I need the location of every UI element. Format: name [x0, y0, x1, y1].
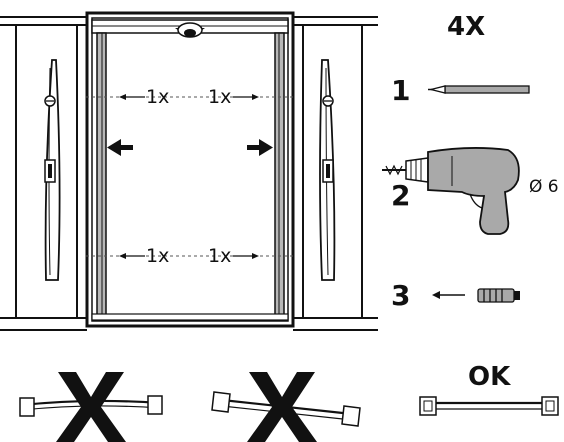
- left-door-handle: [44, 59, 61, 281]
- level-bar-icon: [419, 396, 559, 416]
- hole-mark-top-left-label: 1x: [146, 86, 169, 108]
- right-cabinet-door: [302, 24, 363, 319]
- left-cabinet-door: [15, 24, 78, 319]
- step-3-number: 3: [391, 279, 410, 312]
- alignment-example-wrong-1: [19, 372, 163, 442]
- right-door-handle: [319, 59, 336, 281]
- quantity-label: 4X: [447, 12, 485, 42]
- right-direction-arrow: [247, 139, 273, 156]
- step-1: 1: [391, 74, 530, 107]
- hole-mark-bottom-right: 1x: [208, 245, 259, 267]
- hole-mark-top-right-label: 1x: [208, 86, 231, 108]
- cabinet-opening: 1x 1x 1x 1x: [85, 11, 295, 328]
- right-side-rail: [274, 32, 285, 319]
- step-2-number: 2: [391, 179, 410, 212]
- insert-arrow: [432, 291, 465, 299]
- wall-plug-icon: [477, 288, 520, 303]
- drill-icon: [382, 147, 520, 235]
- pencil-icon: [428, 85, 530, 94]
- hole-mark-bottom-left-label: 1x: [146, 245, 169, 267]
- drill-guide-lines: [86, 96, 295, 257]
- left-direction-arrow: [107, 139, 133, 156]
- hole-mark-bottom-left: 1x: [119, 245, 169, 267]
- alignment-example-correct: OK: [419, 362, 559, 416]
- step-3: 3: [391, 279, 520, 312]
- alignment-example-wrong-2: [211, 372, 361, 442]
- hole-mark-top-right: 1x: [208, 86, 259, 108]
- cross-icon: [56, 372, 126, 442]
- bit-diameter-label: Ø 6: [529, 177, 559, 197]
- cross-icon: [247, 372, 317, 442]
- step-2: 2 Ø 6: [382, 147, 559, 235]
- hole-mark-top-left: 1x: [119, 86, 169, 108]
- step-1-number: 1: [391, 74, 410, 107]
- ok-label: OK: [468, 362, 511, 392]
- left-side-rail: [96, 32, 107, 319]
- hole-mark-bottom-right-label: 1x: [208, 245, 231, 267]
- top-rail: [91, 19, 289, 38]
